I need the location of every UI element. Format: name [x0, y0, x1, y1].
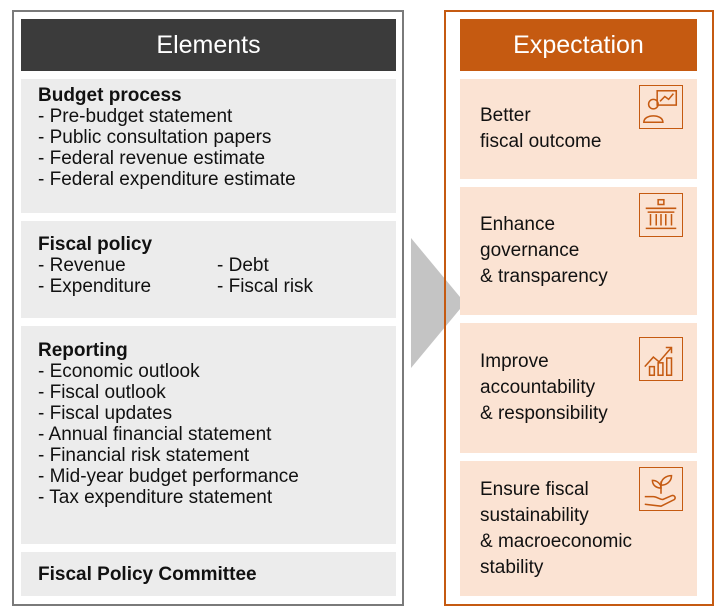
elements-header: Elements	[21, 19, 396, 71]
budget-process-title: Budget process	[38, 85, 182, 106]
expectation-text: sustainability	[480, 504, 589, 526]
elements-panel	[12, 10, 404, 606]
expectation-item: Improve accountability & responsibility	[460, 323, 697, 453]
list-item: - Federal revenue estimate	[38, 148, 266, 169]
reporting-title: Reporting	[38, 340, 128, 361]
list-item: - Fiscal risk	[217, 276, 314, 297]
committee-box: Fiscal Policy Committee	[21, 552, 396, 596]
budget-process-box: Budget process - Pre-budget statement - …	[21, 79, 396, 213]
list-item: - Expenditure	[38, 276, 152, 297]
expectation-text: stability	[480, 556, 544, 578]
expectation-text: Enhance	[480, 214, 556, 235]
list-item: - Tax expenditure statement	[38, 487, 273, 508]
list-item: - Annual financial statement	[38, 424, 272, 445]
list-item: - Debt	[217, 255, 269, 276]
list-item: - Public consultation papers	[38, 127, 272, 148]
reporting-box: Reporting - Economic outlook - Fiscal ou…	[21, 326, 396, 544]
fiscal-policy-title: Fiscal policy	[38, 234, 153, 255]
expectation-header: Expectation	[460, 19, 697, 71]
list-item: - Economic outlook	[38, 361, 200, 382]
list-item: - Federal expenditure estimate	[38, 169, 296, 190]
committee-title: Fiscal Policy Committee	[38, 563, 257, 585]
presentation-person-icon	[639, 85, 683, 129]
expectation-item: Enhance governance & transparency	[460, 187, 697, 315]
expectation-text: Ensure fiscal	[480, 478, 589, 500]
expectation-text: & responsibility	[480, 403, 608, 424]
hand-plant-icon	[639, 467, 683, 511]
expectation-item: Better fiscal outcome	[460, 79, 697, 179]
expectation-text: Improve	[480, 351, 549, 372]
fiscal-policy-box: Fiscal policy - Revenue - Expenditure - …	[21, 221, 396, 318]
expectation-text: & transparency	[480, 266, 608, 287]
expectation-text: fiscal outcome	[480, 131, 602, 152]
expectation-panel	[444, 10, 714, 606]
expectation-text: & macroeconomic	[480, 530, 633, 552]
list-item: - Mid-year budget performance	[38, 466, 299, 487]
expectation-text: governance	[480, 240, 580, 261]
expectation-item: Ensure fiscal sustainability & macroecon…	[460, 461, 697, 596]
list-item: - Fiscal outlook	[38, 382, 166, 403]
list-item: - Financial risk statement	[38, 445, 250, 466]
list-item: - Fiscal updates	[38, 403, 173, 424]
expectation-text: accountability	[480, 377, 596, 398]
expectation-text: Better	[480, 105, 531, 126]
growth-chart-icon	[639, 337, 683, 381]
government-building-icon	[639, 193, 683, 237]
flow-arrow-icon	[411, 238, 465, 368]
list-item: - Pre-budget statement	[38, 106, 233, 127]
list-item: - Revenue	[38, 255, 126, 276]
